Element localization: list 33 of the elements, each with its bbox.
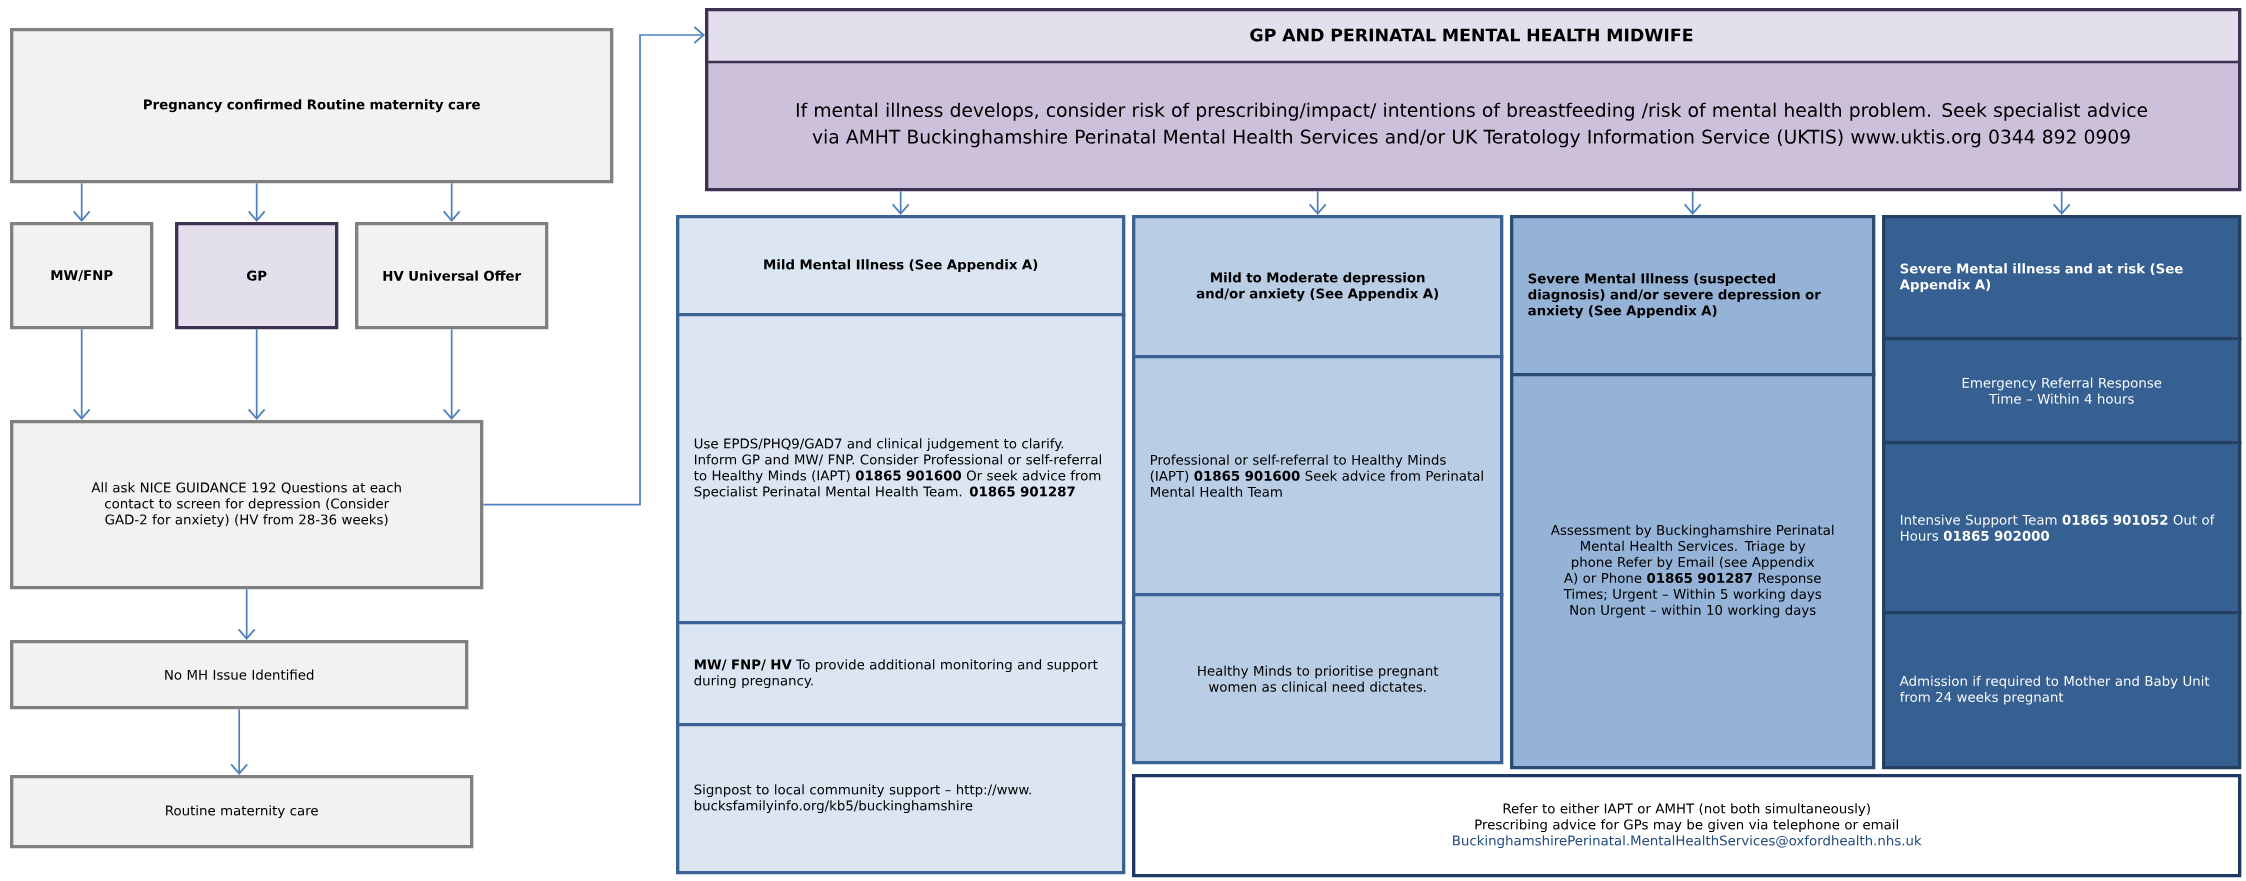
arrow [237, 588, 256, 640]
info-box: Signpost to local community support – http://www.bucksfamilyinfo.org/kb5/buckinghamshire [676, 723, 1126, 875]
arrow [230, 708, 249, 775]
arrow [1308, 190, 1327, 215]
process-box: Pregnancy confirmed Routine maternity care [10, 28, 614, 184]
note-box: Refer to either IAPT or AMHT (not both simultaneously) Prescribing advice for GPs may be given via telephone or email BuckinghamshirePerinatal.MentalHealthServices@oxfordhealth.nhs.uk [1132, 774, 2242, 878]
process-box: All ask NICE GUIDANCE 192 Questions at each contact to screen for depression (Consider GAD-2 for anxiety) (HV from 28-36 weeks) [10, 420, 484, 590]
heading-box: Mild Mental Illness (See Appendix A) [676, 215, 1126, 317]
arrow [442, 328, 461, 420]
info-box: Emergency Referral Response Time – Within 4 hours [1882, 337, 2242, 445]
arrow [2052, 190, 2071, 215]
process-box: Routine maternity care [10, 775, 474, 849]
info-box: Healthy Minds to prioritise pregnant women as clinical need dictates. [1132, 593, 1504, 765]
arrow [247, 182, 266, 222]
process-box: GP [175, 222, 339, 330]
info-box: Professional or self-referral to Healthy Minds (IAPT) 01865 901600 Seek advice from Perinatal Mental Health Team [1132, 355, 1504, 597]
info-box: Admission if required to Mother and Baby Unit from 24 weeks pregnant [1882, 611, 2242, 770]
arrow [72, 182, 91, 222]
arrow [482, 26, 705, 506]
heading-box: Severe Mental illness and at risk (See Appendix A) [1882, 215, 2242, 341]
heading-box: Mild to Moderate depression and/or anxiety (See Appendix A) [1132, 215, 1504, 359]
info-box: Intensive Support Team 01865 901052 Out of Hours 01865 902000 [1882, 441, 2242, 615]
process-box: No MH Issue Identified [10, 640, 469, 710]
arrow [247, 328, 266, 420]
process-box: MW/FNP [10, 222, 154, 330]
arrow [442, 182, 461, 222]
arrow [891, 190, 910, 215]
arrow [1683, 190, 1702, 215]
process-box: HV Universal Offer [355, 222, 549, 330]
info-box: MW/ FNP/ HV To provide additional monitoring and support during pregnancy. [676, 621, 1126, 727]
heading-box: Severe Mental Illness (suspected diagnosis) and/or severe depression or anxiety (See Appendix A) [1510, 215, 1876, 377]
guidance-panel: GP AND PERINATAL MENTAL HEALTH MIDWIFE If mental illness develops, consider risk of prescribing/impact/ intentions of breastfeeding /risk of mental health problem. Seek specialist advice via AMHT Buckinghamshire Perinatal Mental Health Services and/or UK Teratology Information Service (UKTIS) www.uktis.org 0344 892 0909 [705, 8, 2242, 192]
arrow [72, 328, 91, 420]
